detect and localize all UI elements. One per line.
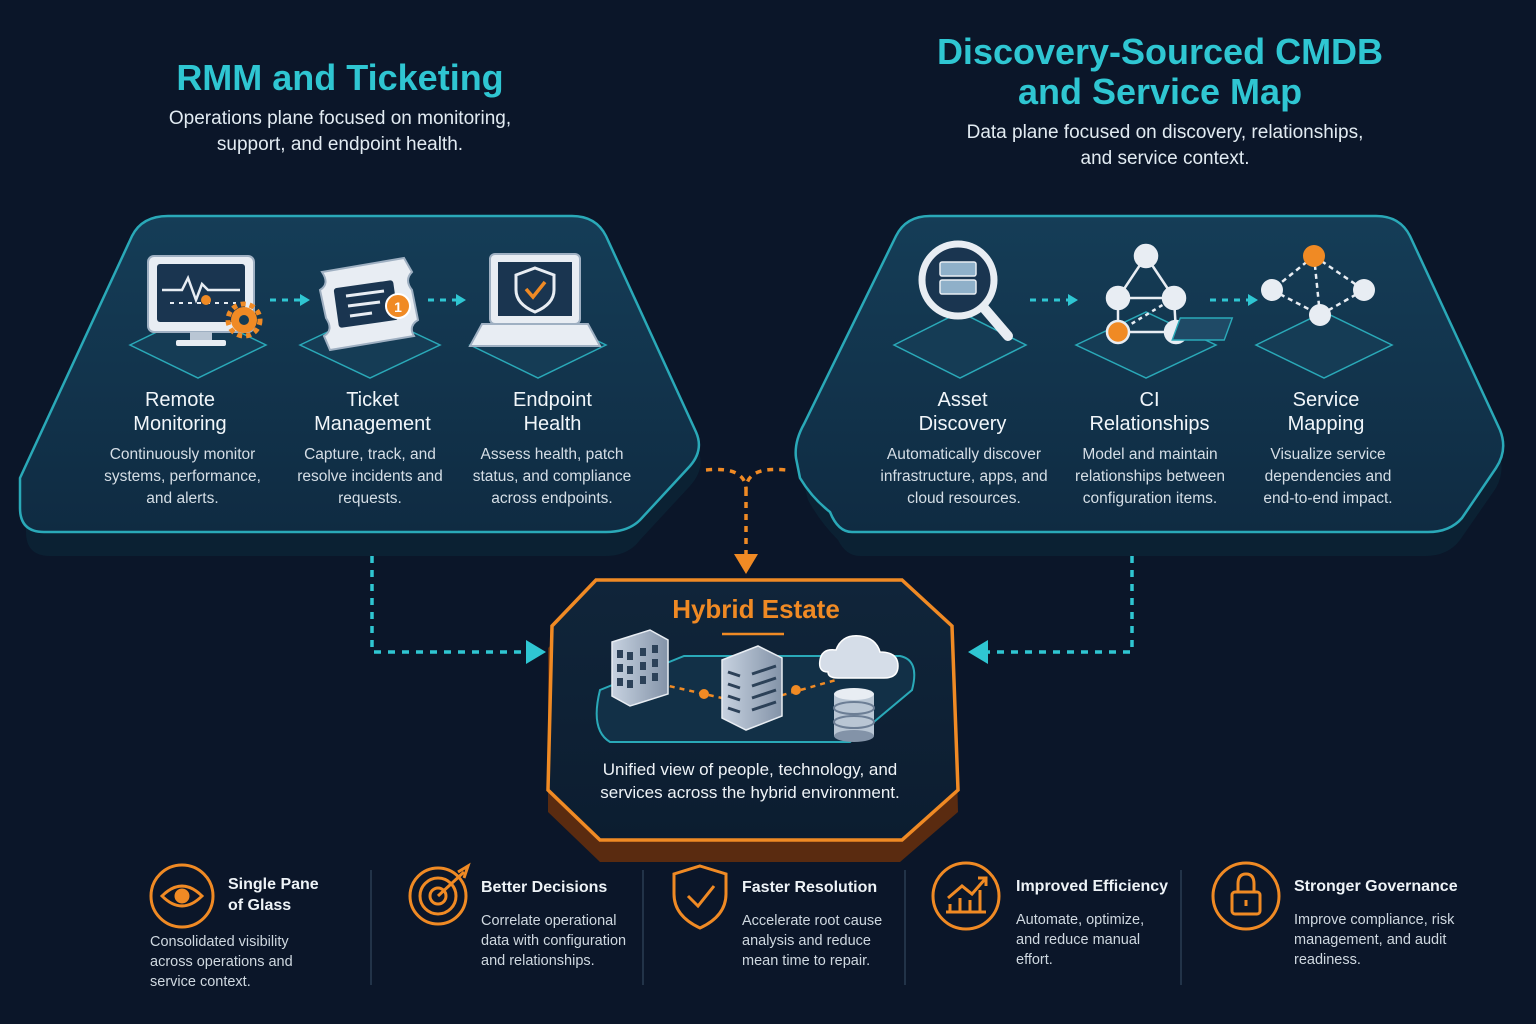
node-graph-icon — [1105, 243, 1189, 345]
ci-relationships-title: CI Relationships — [1089, 389, 1210, 435]
left-connector — [370, 556, 546, 664]
ticket-badge: 1 — [394, 299, 402, 315]
center-title: Hybrid Estate — [672, 594, 840, 624]
ticket-management-desc: Capture, track, and resolve incidents an… — [297, 446, 443, 507]
benefit-single-pane-title: Single Pane of Glass — [228, 876, 319, 914]
padlock-icon — [1211, 861, 1281, 931]
remote-monitoring-desc: Continuously monitor systems, performanc… — [104, 446, 261, 507]
remote-monitoring-title: Remote Monitoring — [133, 389, 227, 435]
ticket-icon — [318, 256, 420, 352]
eye-icon — [149, 863, 215, 929]
benefit-faster-resolution-desc: Accelerate root cause analysis and reduc… — [742, 913, 883, 969]
target-icon — [408, 862, 471, 926]
right-panel-subtitle: Data plane focused on discovery, relatio… — [966, 122, 1364, 169]
ci-relationships-desc: Model and maintain relationships between… — [1075, 446, 1225, 507]
cloud-icon — [818, 635, 899, 679]
shield-check-icon — [672, 864, 728, 930]
benefit-better-decisions-title: Better Decisions — [481, 879, 608, 896]
database-icon — [833, 688, 875, 742]
benefit-faster-resolution-title: Faster Resolution — [742, 879, 878, 896]
service-map-icon — [1171, 245, 1375, 341]
asset-discovery-title: Asset Discovery — [918, 389, 1007, 435]
benefit-stronger-governance-desc: Improve compliance, risk management, and… — [1294, 912, 1455, 968]
center-desc: Unified view of people, technology, and … — [600, 760, 900, 802]
panel-flow-arrowheads — [300, 294, 1258, 306]
monitor-gear-icon — [147, 255, 263, 346]
benefit-stronger-governance-title: Stronger Governance — [1294, 878, 1458, 895]
benefit-separators — [370, 870, 1182, 985]
ticket-management-title: Ticket Management — [314, 389, 431, 435]
magnifier-server-icon — [918, 240, 1013, 341]
datacenter-building-icon — [721, 645, 783, 731]
laptop-shield-icon — [468, 253, 602, 347]
top-connector — [705, 467, 787, 574]
service-mapping-title: Service Mapping — [1287, 389, 1365, 435]
office-building-icon — [611, 629, 669, 707]
endpoint-health-title: Endpoint Health — [513, 389, 592, 435]
benefit-improved-efficiency-title: Improved Efficiency — [1016, 878, 1169, 895]
benefit-single-pane-desc: Consolidated visibility across operation… — [150, 934, 293, 990]
benefit-improved-efficiency-desc: Automate, optimize, and reduce manual ef… — [1016, 912, 1145, 968]
left-panel-title: RMM and Ticketing — [176, 57, 504, 98]
right-connector — [968, 556, 1134, 664]
asset-discovery-desc: Automatically discover infrastructure, a… — [880, 446, 1048, 507]
right-panel-title: Discovery-Sourced CMDB and Service Map — [936, 31, 1384, 112]
chart-growth-icon — [931, 861, 1001, 931]
benefit-better-decisions-desc: Correlate operational data with configur… — [481, 913, 627, 969]
endpoint-health-desc: Assess health, patch status, and complia… — [472, 446, 632, 507]
left-panel-subtitle: Operations plane focused on monitoring, … — [168, 108, 512, 155]
service-mapping-desc: Visualize service dependencies and end-t… — [1263, 446, 1393, 507]
